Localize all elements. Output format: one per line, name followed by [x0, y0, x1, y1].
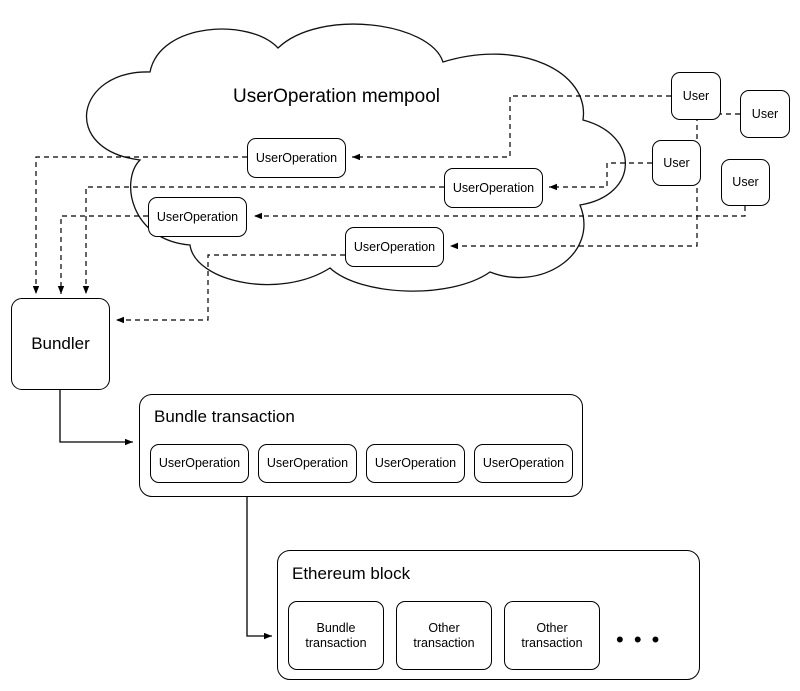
edge-userop4-to-bundler — [116, 254, 345, 324]
bundle-userop-1-label: UserOperation — [158, 456, 241, 470]
user-node-2[interactable]: User — [740, 90, 790, 138]
mempool-userop-1[interactable]: UserOperation — [247, 138, 346, 178]
ethereum-tx-2-line2: transaction — [413, 635, 475, 650]
bundle-transaction-container[interactable]: Bundle transaction UserOperation UserOpe… — [139, 394, 583, 497]
edge-bundle-transaction-to-ethereum-block — [246, 497, 272, 640]
user-node-2-label: User — [751, 106, 779, 121]
bundle-userop-2[interactable]: UserOperation — [258, 444, 357, 483]
user-node-1[interactable]: User — [671, 72, 721, 120]
mempool-userop-2[interactable]: UserOperation — [444, 168, 543, 208]
user-node-4-label: User — [732, 175, 759, 190]
bundle-userop-2-label: UserOperation — [266, 456, 349, 470]
bundle-userop-4[interactable]: UserOperation — [474, 444, 573, 483]
bundler-label: Bundler — [31, 334, 90, 354]
bundle-userop-1[interactable]: UserOperation — [150, 444, 249, 483]
mempool-userop-1-label: UserOperation — [255, 150, 338, 165]
ethereum-tx-2[interactable]: Other transaction — [396, 601, 492, 670]
ethereum-block-container[interactable]: Ethereum block Bundle transaction Other … — [277, 550, 700, 680]
ethereum-tx-3-line2: transaction — [521, 635, 583, 650]
user-node-3-label: User — [663, 155, 690, 170]
mempool-userop-2-label: UserOperation — [452, 180, 535, 195]
ethereum-tx-1-line2: transaction — [305, 635, 367, 650]
mempool-userop-4-label: UserOperation — [353, 239, 436, 254]
ethereum-tx-1[interactable]: Bundle transaction — [288, 601, 384, 670]
bundle-userop-3-label: UserOperation — [374, 456, 457, 470]
edge-bundler-to-bundle-transaction — [59, 390, 133, 446]
ethereum-tx-1-line1: Bundle — [316, 620, 356, 635]
ethereum-tx-3-line1: Other — [536, 620, 568, 635]
bundler-node[interactable]: Bundler — [11, 298, 110, 390]
mempool-title: UserOperation mempool — [233, 86, 440, 107]
edge-user3-to-userop2 — [549, 162, 652, 191]
edge-userop3-to-bundler — [57, 215, 148, 294]
bundle-userop-3[interactable]: UserOperation — [366, 444, 465, 483]
ethereum-block-title: Ethereum block — [292, 564, 411, 583]
user-node-3[interactable]: User — [652, 140, 701, 186]
ethereum-tx-3[interactable]: Other transaction — [504, 601, 600, 670]
ethereum-more-transactions-ellipsis: • • • — [616, 627, 662, 652]
mempool-userop-3[interactable]: UserOperation — [148, 197, 247, 237]
user-node-1-label: User — [682, 88, 710, 103]
user-node-4[interactable]: User — [721, 159, 770, 206]
ethereum-tx-2-line1: Other — [428, 620, 460, 635]
bundle-userop-4-label: UserOperation — [482, 456, 565, 470]
bundle-transaction-title: Bundle transaction — [154, 407, 295, 426]
mempool-userop-4[interactable]: UserOperation — [345, 227, 444, 267]
mempool-userop-3-label: UserOperation — [156, 209, 239, 224]
